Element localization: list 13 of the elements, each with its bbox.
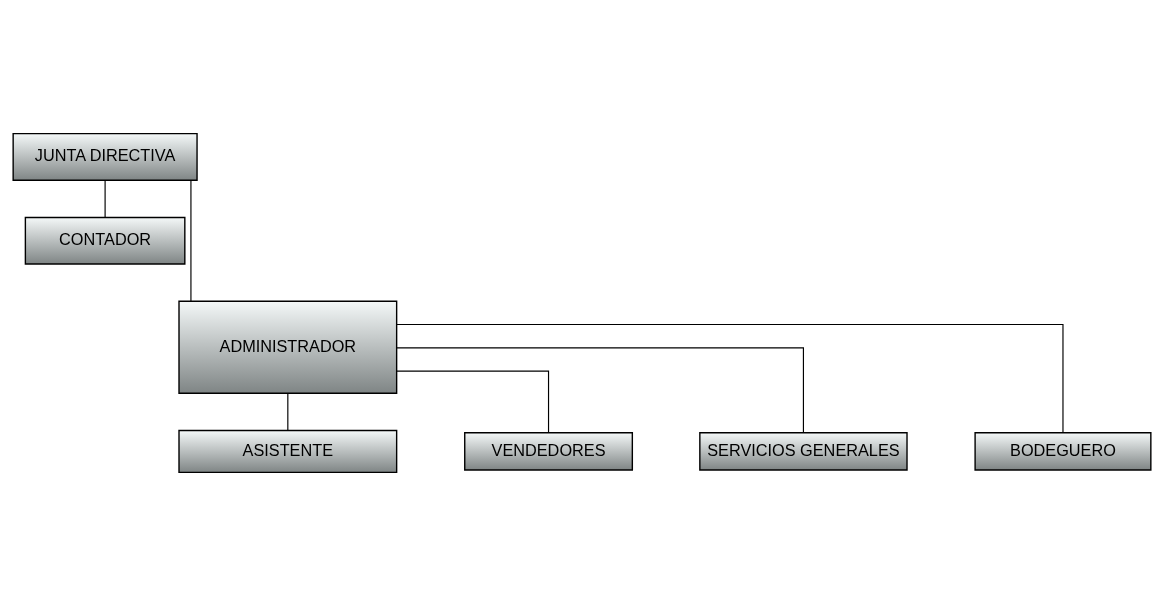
connector <box>396 370 550 434</box>
node-box: ADMINISTRADOR <box>178 300 398 394</box>
connector <box>104 179 106 218</box>
node-box: SERVICIOS GENERALES <box>699 432 908 471</box>
connector <box>396 323 1064 434</box>
node-box: ASISTENTE <box>178 429 398 474</box>
connector <box>287 392 289 431</box>
connector <box>190 179 192 302</box>
node-box: JUNTA DIRECTIVA <box>12 132 198 181</box>
node-box: CONTADOR <box>24 216 186 265</box>
node-box: VENDEDORES <box>464 432 634 471</box>
connector <box>396 347 804 433</box>
node-box: BODEGUERO <box>974 432 1152 471</box>
